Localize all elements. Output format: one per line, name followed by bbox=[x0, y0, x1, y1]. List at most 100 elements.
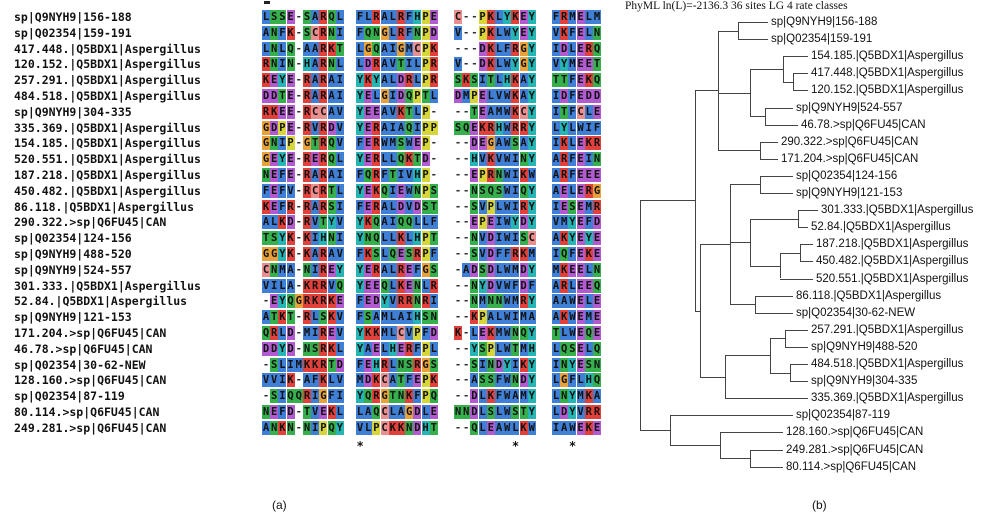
residue: A bbox=[552, 310, 560, 325]
residue: F bbox=[356, 199, 364, 214]
residue: D bbox=[372, 294, 381, 309]
residue: D bbox=[364, 373, 373, 388]
residue: S bbox=[511, 405, 520, 419]
residue: S bbox=[568, 199, 577, 214]
residue: Q bbox=[372, 405, 381, 419]
residue: K bbox=[470, 310, 479, 325]
tree-branch bbox=[798, 210, 799, 228]
residue: Y bbox=[278, 73, 287, 88]
tree-branch bbox=[670, 415, 793, 417]
residue: L bbox=[495, 341, 503, 356]
residue: V bbox=[552, 25, 560, 40]
residue: L bbox=[552, 120, 560, 135]
residue: V bbox=[495, 89, 503, 103]
residue: M bbox=[303, 326, 311, 340]
tree-branch bbox=[738, 22, 768, 23]
residue: A bbox=[552, 183, 560, 198]
residue: D bbox=[429, 326, 438, 340]
residue: I bbox=[584, 120, 593, 135]
residue: T bbox=[519, 405, 528, 419]
residue: D bbox=[486, 278, 495, 293]
residue: W bbox=[503, 294, 512, 309]
residue: F bbox=[568, 168, 577, 182]
residue: L bbox=[552, 341, 560, 356]
residue: E bbox=[270, 405, 279, 419]
residue: - bbox=[454, 295, 462, 308]
residue: F bbox=[405, 10, 414, 24]
residue: Y bbox=[527, 57, 536, 72]
residue: L bbox=[495, 41, 503, 56]
residue: L bbox=[262, 41, 270, 56]
residue: V bbox=[478, 247, 487, 261]
residue: K bbox=[303, 231, 311, 246]
tree-branch bbox=[738, 22, 739, 40]
residue: A bbox=[593, 389, 601, 404]
residue: Y bbox=[356, 326, 364, 340]
residue: A bbox=[262, 310, 270, 325]
residue: D bbox=[593, 89, 601, 103]
residue: Q bbox=[380, 183, 389, 198]
residue: D bbox=[413, 405, 422, 419]
residue: - bbox=[295, 42, 302, 55]
residue: V bbox=[405, 326, 414, 340]
sequence-label: 86.118.|Q5BDX1|Aspergillus bbox=[14, 199, 195, 214]
residue: K bbox=[364, 215, 373, 230]
residue: V bbox=[335, 310, 344, 325]
residue: E bbox=[270, 199, 279, 214]
residue: Q bbox=[593, 41, 601, 56]
residue: L bbox=[495, 310, 503, 325]
residue: A bbox=[372, 310, 381, 325]
residue: V bbox=[388, 104, 397, 119]
residue: I bbox=[388, 89, 397, 103]
residue: R bbox=[303, 89, 311, 103]
tree-leaf-label: 52.84.|Q5BDX1|Aspergillus bbox=[811, 221, 951, 234]
residue: L bbox=[584, 294, 593, 309]
residue: Y bbox=[527, 136, 536, 151]
residue: - bbox=[454, 137, 462, 150]
residue: R bbox=[319, 294, 328, 309]
residue: D bbox=[478, 57, 487, 72]
tree-branch bbox=[793, 73, 808, 75]
residue: A bbox=[397, 120, 405, 135]
residue: K bbox=[397, 231, 405, 246]
residue: N bbox=[303, 262, 311, 277]
residue: L bbox=[327, 373, 336, 388]
residue: E bbox=[364, 89, 373, 103]
residue: R bbox=[429, 57, 438, 72]
tree-panel: PhyML ln(L)=-2136.3 36 sites LG 4 rate c… bbox=[600, 0, 1000, 520]
residue: A bbox=[262, 215, 270, 230]
residue: R bbox=[397, 262, 405, 277]
residue: F bbox=[356, 136, 364, 151]
residue: K bbox=[486, 326, 495, 340]
residue: N bbox=[593, 25, 601, 40]
residue: - bbox=[463, 311, 470, 324]
sequence-label: 450.482.|Q5BDX1|Aspergillus bbox=[14, 183, 201, 198]
residue: K bbox=[511, 104, 520, 119]
residue: S bbox=[270, 357, 279, 372]
residue: E bbox=[413, 136, 422, 151]
residue: H bbox=[413, 168, 422, 182]
residue: Q bbox=[584, 326, 593, 340]
residue: G bbox=[262, 136, 270, 151]
residue: - bbox=[430, 169, 437, 181]
residue: R bbox=[397, 294, 405, 309]
residue: K bbox=[286, 231, 295, 246]
residue: W bbox=[503, 389, 512, 404]
residue: A bbox=[311, 73, 320, 88]
residue: - bbox=[295, 311, 302, 324]
residue: P bbox=[421, 57, 430, 72]
residue: T bbox=[388, 168, 397, 182]
residue: - bbox=[463, 216, 470, 229]
residue: L bbox=[278, 41, 287, 56]
residue: Y bbox=[527, 357, 536, 372]
residue: R bbox=[584, 405, 593, 419]
residue: R bbox=[303, 152, 311, 167]
residue: L bbox=[568, 120, 577, 135]
residue: G bbox=[380, 89, 389, 103]
residue: P bbox=[286, 136, 295, 151]
residue: L bbox=[388, 10, 397, 24]
tree-leaf-label: 128.160.>sp|Q6FU45|CAN bbox=[786, 426, 924, 439]
residue: E bbox=[372, 341, 381, 356]
residue: D bbox=[286, 405, 295, 419]
